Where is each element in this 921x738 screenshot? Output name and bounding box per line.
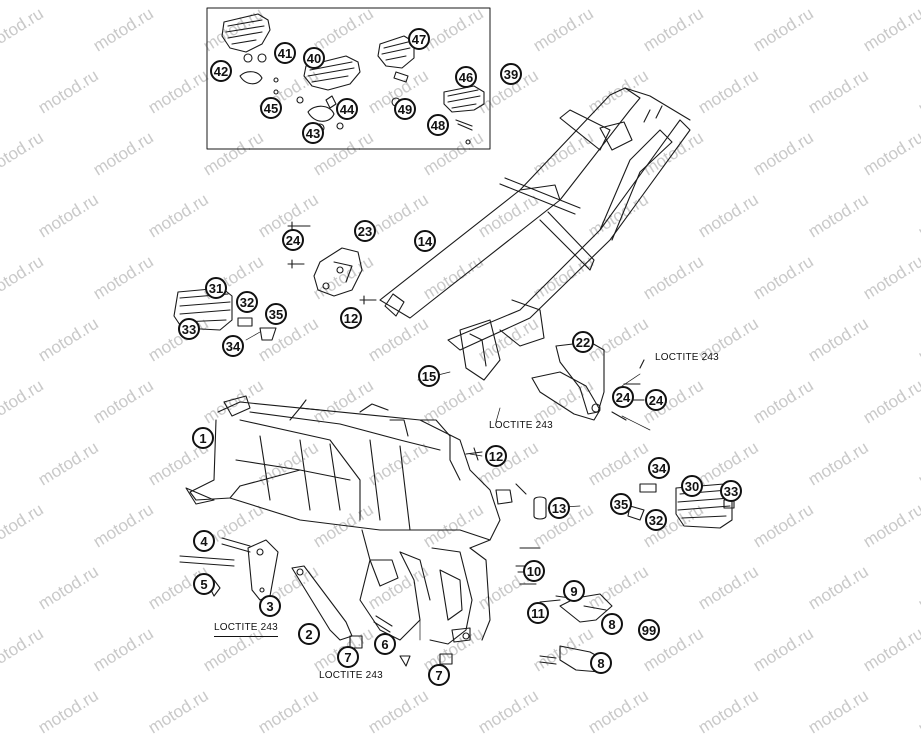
part-number-callout: 46 <box>455 66 477 88</box>
part-number-callout: 34 <box>648 457 670 479</box>
part-number-callout: 44 <box>336 98 358 120</box>
watermark-text: motod.ru <box>694 685 762 738</box>
part-number-callout: 12 <box>340 307 362 329</box>
loctite-note: LOCTITE 243 <box>214 622 278 637</box>
part-number-callout: 24 <box>612 386 634 408</box>
inset-footpeg-left <box>221 13 279 95</box>
footpeg-inset-box <box>206 7 491 150</box>
part-number-callout: 32 <box>236 291 258 313</box>
footpeg-right-30 <box>627 483 735 529</box>
part-number-callout: 41 <box>274 42 296 64</box>
part-number-callout: 7 <box>428 664 450 686</box>
part-number-callout: 8 <box>601 613 623 635</box>
loctite-note: LOCTITE 243 <box>489 420 553 431</box>
part-number-callout: 31 <box>205 277 227 299</box>
cap-13 <box>515 483 547 520</box>
part-number-callout: 15 <box>418 365 440 387</box>
part-number-callout: 43 <box>302 122 324 144</box>
part-number-callout: 24 <box>282 229 304 251</box>
part-number-callout: 8 <box>590 652 612 674</box>
main-frame <box>185 395 513 645</box>
watermark-text: motod.ru <box>914 685 921 738</box>
part-number-callout: 3 <box>259 595 281 617</box>
part-number-callout: 32 <box>645 509 667 531</box>
part-number-callout: 35 <box>265 303 287 325</box>
watermark-text: motod.ru <box>804 685 872 738</box>
part-number-callout: 30 <box>681 475 703 497</box>
part-number-callout: 23 <box>354 220 376 242</box>
inset-footpeg-right-top <box>377 35 415 107</box>
part-number-callout: 33 <box>178 318 200 340</box>
exploded-parts-diagram: motod.ru motod.ru motod.ru motod.ru motod.ru… <box>0 4 921 738</box>
part-number-callout: 4 <box>193 530 215 552</box>
part-number-callout: 49 <box>394 98 416 120</box>
inset-footpeg-right-bottom <box>443 85 485 145</box>
part-number-callout: 99 <box>638 619 660 641</box>
part-number-callout: 9 <box>563 580 585 602</box>
part-number-callout: 10 <box>523 560 545 582</box>
watermark-text: motod.ru <box>144 685 212 738</box>
watermark-text: motod.ru <box>34 685 102 738</box>
part-number-callout: 48 <box>427 114 449 136</box>
part-number-callout: 6 <box>374 633 396 655</box>
part-number-callout: 7 <box>337 646 359 668</box>
sidestand-parts <box>179 537 453 667</box>
watermark-text: motod.ru <box>474 685 542 738</box>
part-number-callout: 35 <box>610 493 632 515</box>
bracket-left <box>287 221 377 305</box>
part-number-callout: 40 <box>303 47 325 69</box>
part-number-callout: 2 <box>298 623 320 645</box>
part-number-callout: 34 <box>222 335 244 357</box>
frame-line-art <box>173 7 735 673</box>
part-number-callout: 11 <box>527 602 549 624</box>
part-number-callout: 24 <box>645 389 667 411</box>
watermark-text: motod.ru <box>584 685 652 738</box>
part-number-callout: 13 <box>548 497 570 519</box>
bracket-right-22 <box>531 341 645 421</box>
part-number-callout: 47 <box>408 28 430 50</box>
subframe <box>379 87 691 381</box>
watermark-text: motod.ru <box>254 685 322 738</box>
part-number-callout: 5 <box>193 573 215 595</box>
part-number-callout: 45 <box>260 97 282 119</box>
part-number-callout: 42 <box>210 60 232 82</box>
part-number-callout: 22 <box>572 331 594 353</box>
part-number-callout: 1 <box>192 427 214 449</box>
inset-footpeg-center <box>296 55 361 133</box>
part-number-callout: 12 <box>485 445 507 467</box>
loctite-note: LOCTITE 243 <box>655 352 719 363</box>
loctite-note: LOCTITE 243 <box>319 670 383 681</box>
part-number-callout: 33 <box>720 480 742 502</box>
watermark-text: motod.ru <box>364 685 432 738</box>
part-number-callout: 14 <box>414 230 436 252</box>
part-number-callout: 39 <box>500 63 522 85</box>
